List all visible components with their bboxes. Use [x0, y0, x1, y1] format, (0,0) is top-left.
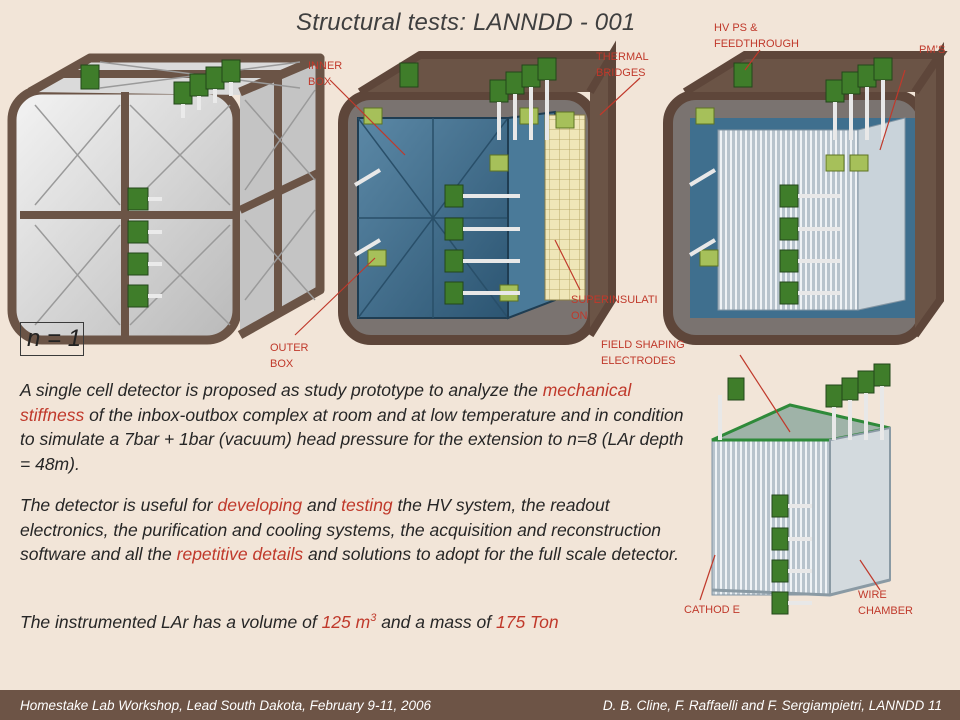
inner-box-cutaway — [338, 40, 616, 345]
callout-inner-box: INNER BOX — [308, 60, 343, 88]
paragraph-volume-mass: The instrumented LAr has a volume of 125… — [20, 606, 690, 634]
highlight-text: 175 Ton — [496, 611, 559, 632]
text: of the inbox-outbox complex at room and … — [20, 404, 684, 474]
text: and — [307, 495, 337, 515]
slide-title: Structural tests: LANNDD - 001 — [296, 9, 636, 36]
callout-hv-feedthrough: HV PS & FEEDTHROUGH — [714, 22, 799, 50]
callout-wire-chamber: WIRE CHAMBER — [858, 589, 914, 617]
highlight-text: developing — [217, 495, 303, 515]
text: the HV system, the readout electronics, … — [20, 495, 662, 564]
callout-arrows — [294, 49, 906, 601]
field-cage-cutaway — [663, 41, 948, 345]
callout-superinsulation: SUPERINSULATI ON — [571, 294, 658, 322]
text: and solutions to adopt for the full scal… — [307, 544, 679, 564]
outer-box-cube — [7, 53, 325, 345]
volume-value: 125 m — [321, 611, 371, 632]
text: and a mass of — [381, 611, 492, 632]
footer-right-text: D. B. Cline, F. Raffaelli and F. Sergiam… — [602, 698, 942, 713]
text: A single cell detector is proposed as st… — [20, 380, 538, 400]
callout-field-shaping: FIELD SHAPING ELECTRODES — [601, 339, 685, 367]
highlight-text: repetitive details — [176, 544, 304, 564]
callout-outer-box: OUTER BOX — [270, 342, 309, 370]
volume-exponent: 3 — [370, 612, 377, 624]
paragraph-prototype: A single cell detector is proposed as st… — [20, 378, 690, 476]
callout-thermal-bridges: THERMAL BRIDGES — [596, 51, 649, 79]
text: The instrumented LAr has a volume of — [20, 611, 317, 632]
paragraph-usefulness: The detector is useful for developing an… — [20, 493, 690, 567]
footer-left-text: Homestake Lab Workshop, Lead South Dakot… — [20, 698, 431, 713]
footer-bar: Homestake Lab Workshop, Lead South Dakot… — [0, 690, 960, 720]
callout-pms: PM’S — [919, 44, 946, 56]
detector-illustrations — [7, 40, 948, 615]
highlight-text: 125 m3 — [322, 612, 377, 632]
highlight-text: mechanical stiffness — [20, 380, 632, 425]
callout-cathode: CATHOD E — [684, 604, 741, 616]
n-label-box: n = 1 — [20, 322, 84, 356]
wire-chamber-assembly — [711, 363, 891, 615]
text: The detector is useful for — [20, 495, 213, 515]
highlight-text: testing — [341, 495, 393, 515]
